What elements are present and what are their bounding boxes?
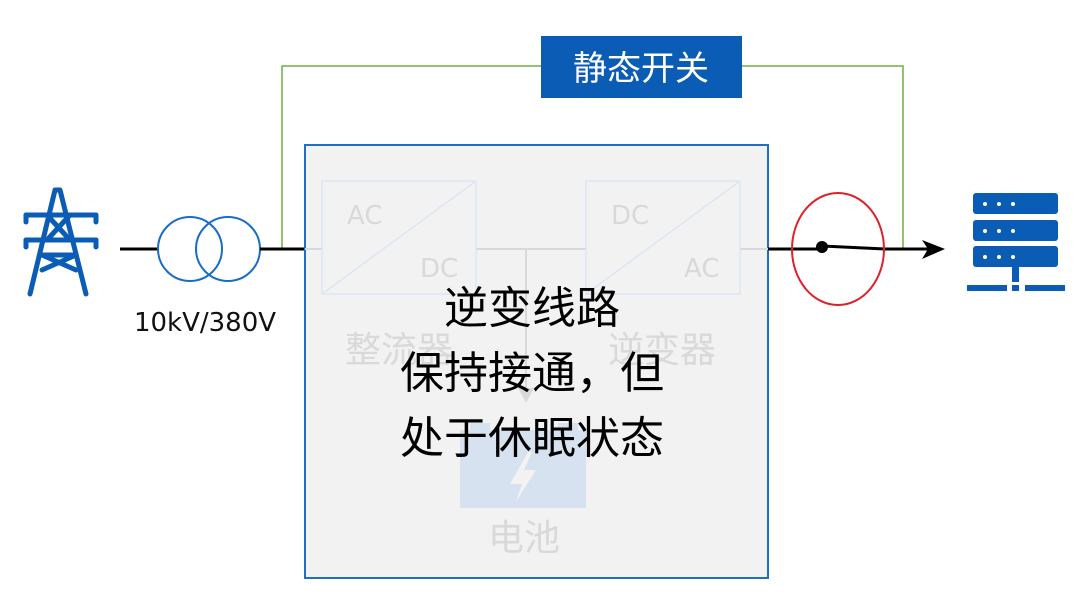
inverter-input-label: DC bbox=[611, 201, 649, 231]
switch-blade bbox=[821, 244, 886, 251]
inverter-output-label: AC bbox=[684, 254, 719, 284]
server-icon bbox=[967, 193, 1065, 291]
rectifier-output-label: DC bbox=[420, 254, 458, 284]
arrow-head-icon bbox=[922, 240, 945, 259]
switch-pivot bbox=[816, 241, 828, 253]
static-switch-label: 静态开关 bbox=[573, 49, 709, 89]
rectifier-label: 整流器 bbox=[345, 330, 453, 371]
overlay-line-1: 逆变线路 bbox=[444, 283, 620, 334]
inverter-block: DC AC 逆变器 bbox=[585, 180, 741, 371]
overlay-message: 逆变线路 保持接通，但 处于休眠状态 bbox=[400, 283, 664, 464]
rectifier-block: AC DC 整流器 bbox=[321, 180, 477, 371]
transformer-label: 10kV/380V bbox=[134, 308, 276, 338]
bypass-line bbox=[281, 65, 541, 249]
switch-highlight bbox=[791, 192, 885, 306]
overlay-line-3: 处于休眠状态 bbox=[400, 413, 664, 464]
rectifier-input-label: AC bbox=[347, 201, 382, 231]
static-switch: 静态开关 bbox=[541, 36, 742, 98]
bypass-line-right bbox=[742, 65, 904, 249]
transformer-icon bbox=[157, 216, 261, 282]
ups-internal-faded: AC DC 整流器 DC AC 逆变器 电池 bbox=[305, 180, 768, 559]
battery-icon: 电池 bbox=[460, 423, 586, 559]
battery-label: 电池 bbox=[488, 518, 560, 559]
overlay-line-2: 保持接通，但 bbox=[400, 348, 664, 399]
inverter-label: 逆变器 bbox=[608, 330, 716, 371]
power-pylon-icon bbox=[23, 187, 99, 297]
